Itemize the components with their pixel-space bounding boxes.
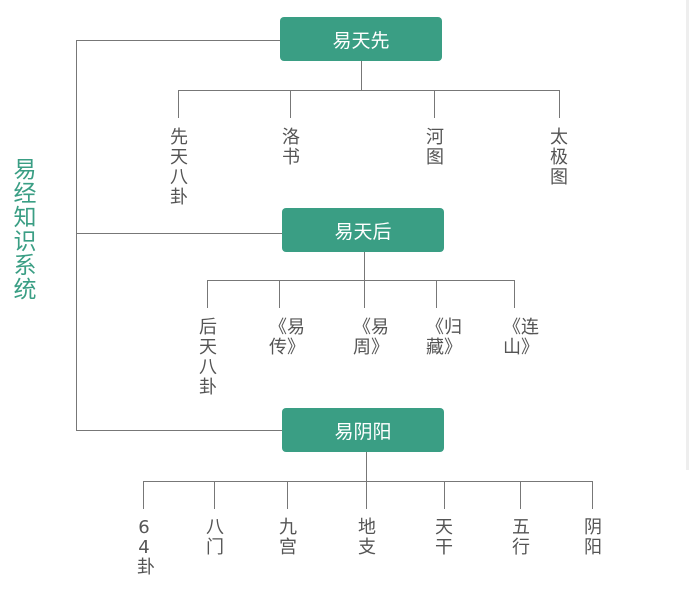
leaf-lianshan: 《连山》	[503, 317, 539, 358]
leaf-hetu: 河图	[426, 127, 444, 168]
leaf-bamen: 八门	[206, 517, 224, 558]
leaf-yinyang: 阴阳	[584, 517, 602, 558]
scroll-edge	[686, 0, 689, 470]
leaf-yizhou: 《易周》	[353, 317, 389, 358]
leaf-yizhuan: 《易传》	[269, 317, 305, 358]
branch-node-xiantian: 易天先	[280, 17, 442, 61]
leaf-houtian-bagua: 后天八卦	[199, 317, 217, 398]
leaf-dizhi: 地支	[358, 517, 376, 558]
leaf-64gua: 64卦	[137, 517, 155, 578]
leaf-taijitu: 太极图	[550, 127, 568, 188]
branch-node-houtian: 易天后	[282, 208, 444, 252]
leaf-tiangan: 天干	[435, 517, 453, 558]
leaf-xiantian-bagua: 先天八卦	[170, 127, 188, 208]
leaf-luoshu: 洛书	[282, 127, 300, 168]
leaf-jiugong: 九宫	[279, 517, 297, 558]
leaf-guizang: 《归藏》	[426, 317, 462, 358]
root-label: 易经知识系统	[13, 157, 37, 303]
branch-node-yinyang: 易阴阳	[282, 408, 444, 452]
leaf-wuxing: 五行	[512, 517, 530, 558]
